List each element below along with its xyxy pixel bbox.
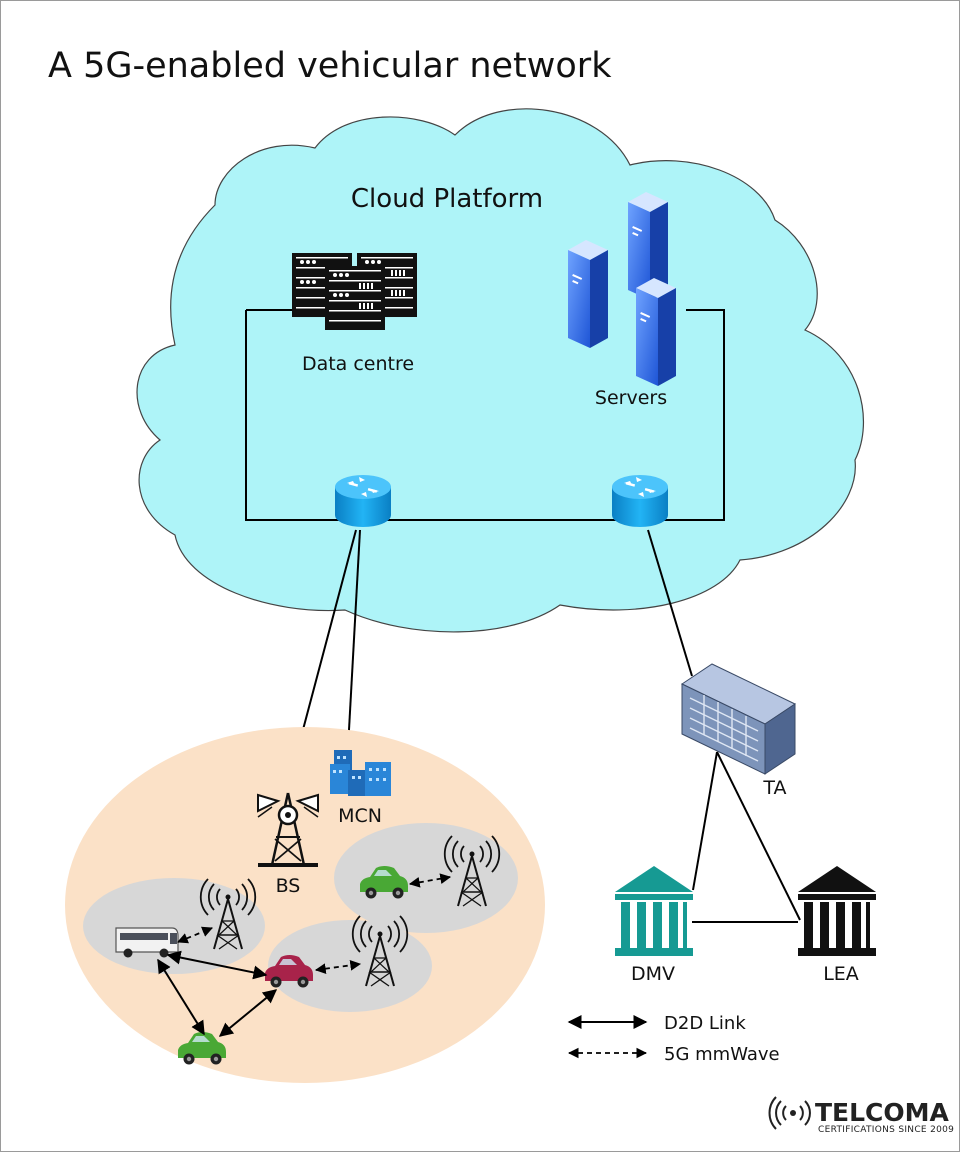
router-ta-link xyxy=(647,529,693,677)
legend-mmwave-label: 5G mmWave xyxy=(664,1044,780,1065)
router-icon-right xyxy=(612,475,668,527)
d2d-link-bus-car xyxy=(166,950,268,980)
mcn-label: MCN xyxy=(338,805,382,827)
brand-name: TELCOMA xyxy=(815,1098,950,1127)
d2d-link-car-bottomcar xyxy=(218,989,278,1037)
base-station-icon xyxy=(257,792,319,867)
servers-label: Servers xyxy=(595,387,667,409)
ta-label: TA xyxy=(762,777,786,799)
brand-tagline: CERTIFICATIONS SINCE 2009 xyxy=(818,1125,954,1135)
telcoma-logo: TELCOMA CERTIFICATIONS SINCE 2009 xyxy=(768,1096,954,1135)
signal-icon xyxy=(768,1096,811,1130)
mmwave-link-left xyxy=(177,926,213,944)
legend: D2D Link 5G mmWave xyxy=(567,1013,780,1065)
lea-label: LEA xyxy=(823,963,859,985)
mmwave-link-middle xyxy=(314,959,362,975)
mcn-building-icon xyxy=(330,750,391,796)
cloud-platform-label: Cloud Platform xyxy=(351,184,543,214)
router-icon-left xyxy=(335,475,391,527)
data-centre-label: Data centre xyxy=(302,353,414,375)
diagram-title: A 5G-enabled vehicular network xyxy=(48,46,612,86)
legend-d2d-label: D2D Link xyxy=(664,1013,746,1034)
bs-label: BS xyxy=(276,875,301,897)
lea-building-icon xyxy=(798,866,876,956)
bus-icon xyxy=(115,927,179,958)
mmwave-link-top xyxy=(408,873,452,888)
cloud-backbone-link xyxy=(245,309,725,521)
ta-dmv-link xyxy=(692,751,718,891)
cloud-platform-shape xyxy=(136,108,865,633)
small-cell-top xyxy=(334,823,518,933)
d2d-link-bus-bottomcar xyxy=(157,958,205,1036)
ta-server-icon xyxy=(680,663,797,775)
ta-lea-link xyxy=(716,751,801,921)
dmv-label: DMV xyxy=(631,963,675,985)
router-mcn-link xyxy=(347,529,361,749)
dmv-building-icon xyxy=(615,866,693,956)
